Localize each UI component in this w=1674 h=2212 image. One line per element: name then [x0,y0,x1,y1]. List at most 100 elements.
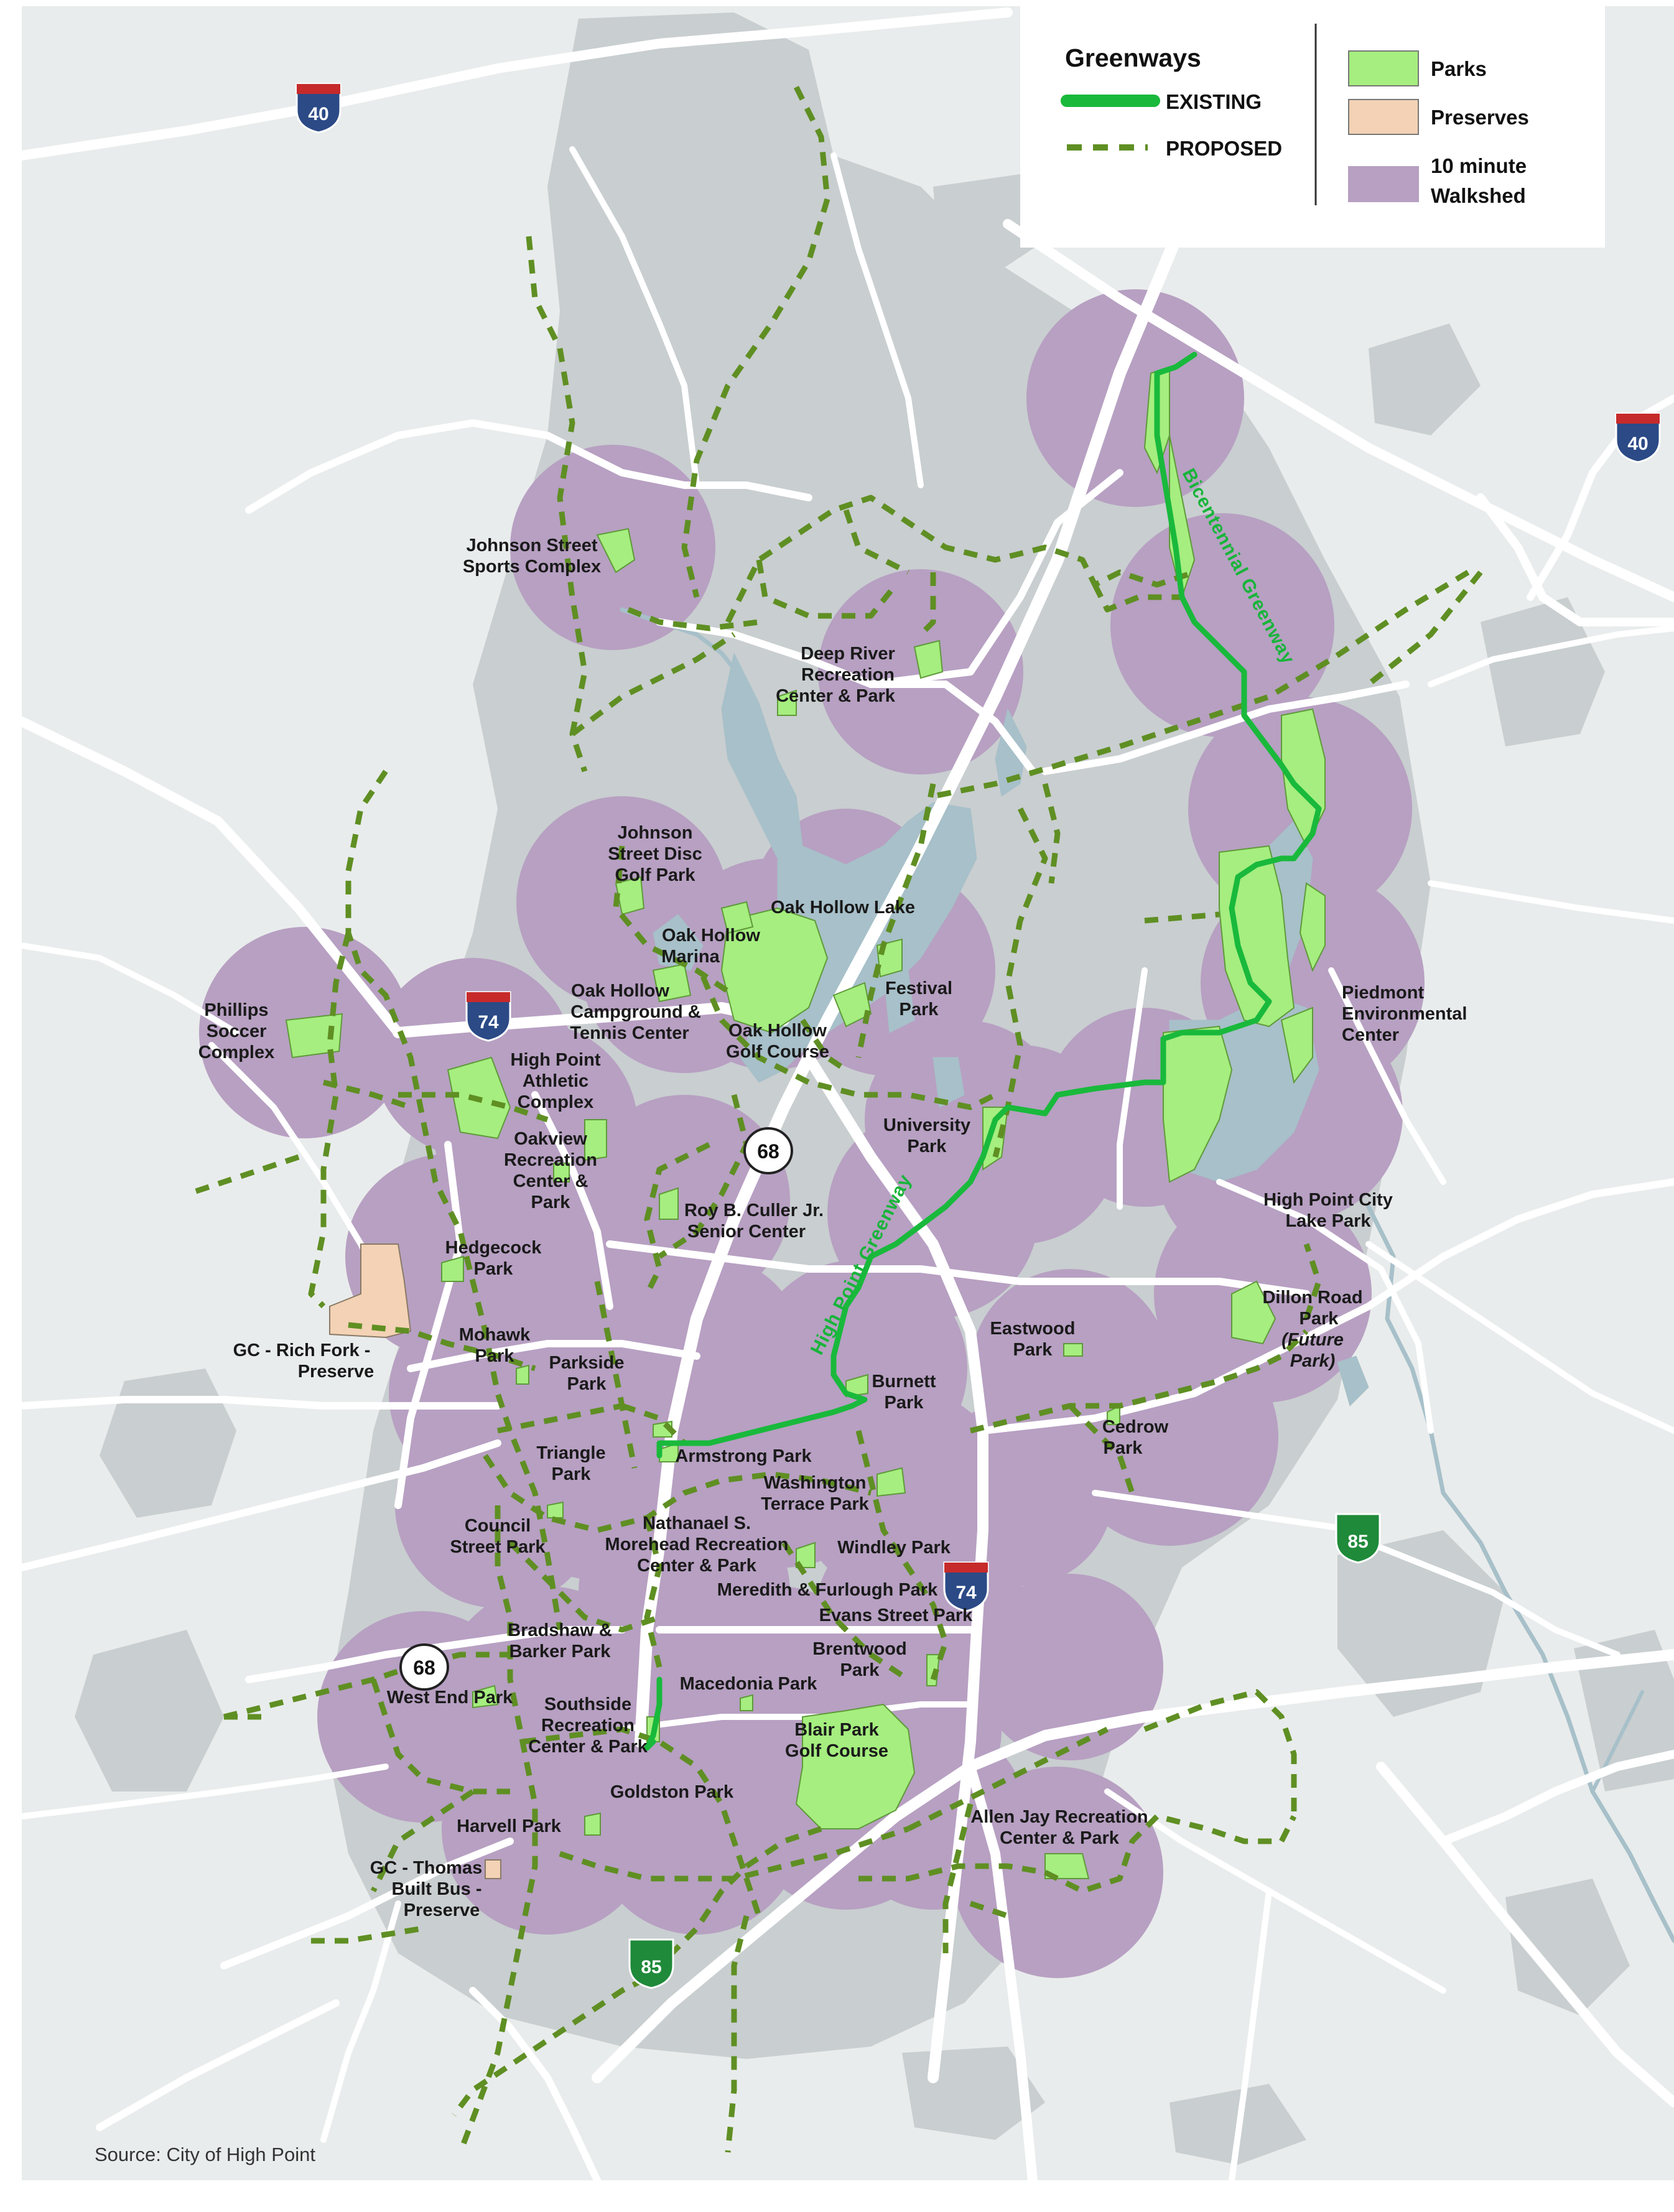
label-piedmont-1: Piedmont [1342,983,1424,1003]
label-mohawk-1: Mohawk [459,1325,531,1345]
shield-i74-n-number: 74 [478,1012,499,1033]
label-thomas-1: GC - Thomas [370,1858,482,1878]
label-jsdg-1: Johnson [618,823,693,843]
label-goldston: Goldston Park [610,1782,734,1802]
label-phillips-3: Complex [198,1043,274,1062]
label-dillon-2: Park [1300,1309,1339,1329]
label-morehead-1: Nathanael S. [643,1513,751,1533]
shield-i85-e: 85 [1335,1513,1381,1564]
label-hp-city-lake-1: High Point City [1263,1190,1393,1210]
label-phillips-2: Soccer [207,1021,267,1041]
label-eastwood-1: Eastwood [990,1319,1076,1339]
legend-walkshed-label-1: 10 minute [1431,154,1527,177]
label-thomas-2: Built Bus - [392,1879,482,1899]
shield-i74-s: 74 [943,1561,989,1612]
label-brentwood-2: Park [840,1660,880,1680]
label-allen-jay-1: Allen Jay Recreation [970,1807,1148,1827]
label-oh-golf-1: Oak Hollow [728,1021,827,1041]
label-roy-culler-2: Senior Center [687,1222,806,1242]
label-brentwood-1: Brentwood [812,1639,906,1659]
label-council-1: Council [465,1516,531,1536]
legend-greenways-title: Greenways [1065,44,1201,72]
shield-i40-nw-number: 40 [308,104,328,124]
preserve-polygons [329,1243,501,1879]
label-mohawk-2: Park [475,1346,515,1366]
label-dillon-4: Park) [1290,1351,1336,1371]
label-dillon-1: Dillon Road [1262,1288,1362,1308]
label-bradshaw-2: Barker Park [509,1642,611,1661]
label-jsdg-3: Golf Park [615,865,696,885]
source-credit: Source: City of High Point [95,2144,315,2165]
label-oakview-3: Center & [513,1171,588,1191]
shield-nc68-s: 68 [399,1643,449,1691]
label-allen-jay-2: Center & Park [1000,1828,1120,1848]
label-university-park-1: University [883,1115,970,1135]
label-oh-campground-1: Oak Hollow [571,981,669,1001]
label-southside-3: Center & Park [528,1737,648,1757]
shield-nc68-n: 68 [743,1127,793,1174]
label-johnson-street-sports-2: Sports Complex [463,557,601,577]
legend-parks-swatch [1348,50,1419,86]
label-festival-park-1: Festival [885,978,952,998]
label-johnson-street-sports-1: Johnson Street [466,536,597,555]
label-oak-hollow-marina-1: Oak Hollow [662,926,760,946]
label-harvell: Harvell Park [457,1816,562,1836]
label-rich-fork-1: GC - Rich Fork - [233,1341,371,1360]
label-piedmont-2: Environmental [1342,1004,1467,1024]
label-university-park-2: Park [908,1136,947,1156]
label-macedonia: Macedonia Park [680,1674,818,1694]
label-triangle-1: Triangle [536,1443,605,1463]
label-washington-1: Washington [764,1473,867,1493]
shield-i85-e-number: 85 [1347,1531,1368,1552]
label-oh-campground-2: Campground & [570,1002,700,1022]
legend-existing-label: EXISTING [1166,90,1262,113]
label-washington-2: Terrace Park [761,1494,869,1514]
label-roy-culler-1: Roy B. Culler Jr. [684,1201,824,1220]
label-west-end: West End Park [387,1688,513,1708]
label-dillon-3: (Future [1281,1330,1344,1350]
shield-i74-n: 74 [465,991,511,1042]
label-rich-fork-2: Preserve [298,1362,374,1382]
label-meredith: Meredith & Furlough Park [717,1580,938,1600]
label-hedgecock-1: Hedgecock [445,1238,542,1258]
shield-nc68-n-number: 68 [757,1140,779,1163]
shield-i85-s: 85 [628,1938,674,1989]
shield-i40-e: 40 [1615,412,1661,463]
label-hp-city-lake-2: Lake Park [1285,1211,1371,1231]
label-cedrow-2: Park [1104,1438,1143,1458]
legend-preserves-label: Preserves [1431,106,1529,129]
label-burnett-2: Park [885,1393,924,1413]
label-oak-hollow-lake: Oak Hollow Lake [771,898,915,918]
label-armstrong: Armstrong Park [675,1446,812,1466]
label-oh-campground-3: Tennis Center [570,1023,689,1043]
label-oakview-2: Recreation [504,1150,597,1170]
label-cedrow-1: Cedrow [1102,1417,1169,1437]
label-triangle-2: Park [552,1464,592,1484]
label-parkside-2: Park [567,1374,607,1394]
legend-walkshed-label-2: Walkshed [1431,184,1526,207]
legend-preserves-swatch [1348,99,1419,135]
legend-walkshed-swatch [1348,166,1419,202]
label-oh-golf-2: Golf Course [726,1042,829,1062]
shield-i40-e-number: 40 [1627,434,1648,454]
legend: Greenways EXISTING PROPOSED Parks Preser… [1020,0,1605,248]
shield-i85-s-number: 85 [641,1957,661,1977]
label-morehead-3: Center & Park [637,1556,757,1576]
proposed-greenways [185,85,1483,2154]
legend-box [1020,0,1605,248]
label-deep-river-2: Recreation [801,665,895,685]
label-oakview-4: Park [531,1192,571,1212]
shield-i74-s-number: 74 [956,1582,977,1603]
legend-parks-label: Parks [1431,57,1487,80]
label-oakview-1: Oakview [514,1129,587,1149]
label-eastwood-2: Park [1013,1340,1053,1360]
label-deep-river-3: Center & Park [776,686,896,706]
legend-proposed-label: PROPOSED [1166,137,1282,160]
label-evans: Evans Street Park [819,1606,974,1625]
label-hp-athletic-2: Athletic [523,1071,588,1091]
label-hedgecock-2: Park [474,1259,514,1279]
label-windley: Windley Park [837,1538,951,1558]
label-council-2: Street Park [450,1537,546,1557]
label-festival-park-2: Park [900,1000,939,1020]
